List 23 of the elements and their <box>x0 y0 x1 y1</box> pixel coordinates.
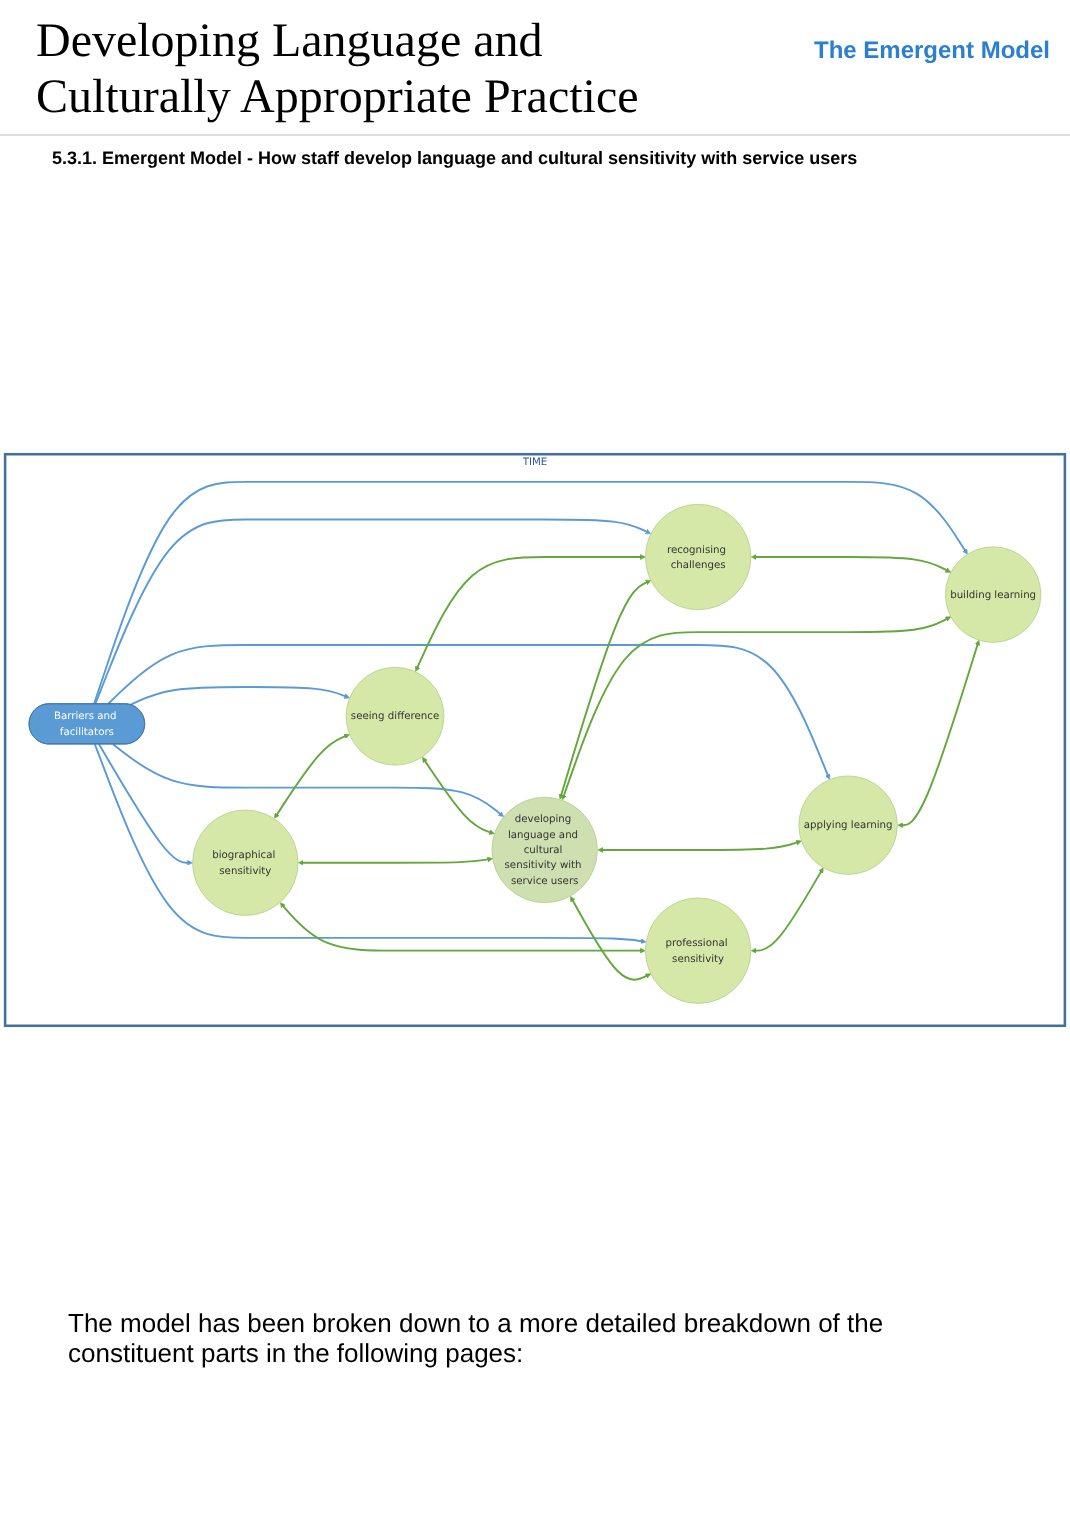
arrow <box>570 896 651 982</box>
arrow <box>422 757 495 836</box>
arrow <box>415 554 646 673</box>
figure-heading: 5.3.1. Emergent Model - How staff develop language and cultural sensitivity with service users <box>50 146 860 173</box>
arrow <box>112 743 504 818</box>
arrow <box>750 554 952 574</box>
arrow <box>897 640 981 829</box>
arrow <box>98 743 193 866</box>
page-title: Developing Language and Culturally Appropriate Practice <box>36 16 641 127</box>
arrow <box>597 840 802 854</box>
note-text: The model has been broken down to a more detailed breakdown of the constituent parts in the following pages: <box>66 1306 886 1373</box>
arrow <box>561 616 952 801</box>
arrow <box>298 857 493 866</box>
arrow <box>93 481 968 706</box>
arrow <box>94 518 651 706</box>
arrow <box>129 686 350 707</box>
section-label: The Emergent Model <box>813 36 1050 64</box>
arrow <box>93 743 647 945</box>
arrow <box>274 734 350 819</box>
arrow <box>279 902 646 954</box>
arrow <box>107 644 831 781</box>
arrow <box>750 867 824 954</box>
arrow <box>558 580 651 800</box>
